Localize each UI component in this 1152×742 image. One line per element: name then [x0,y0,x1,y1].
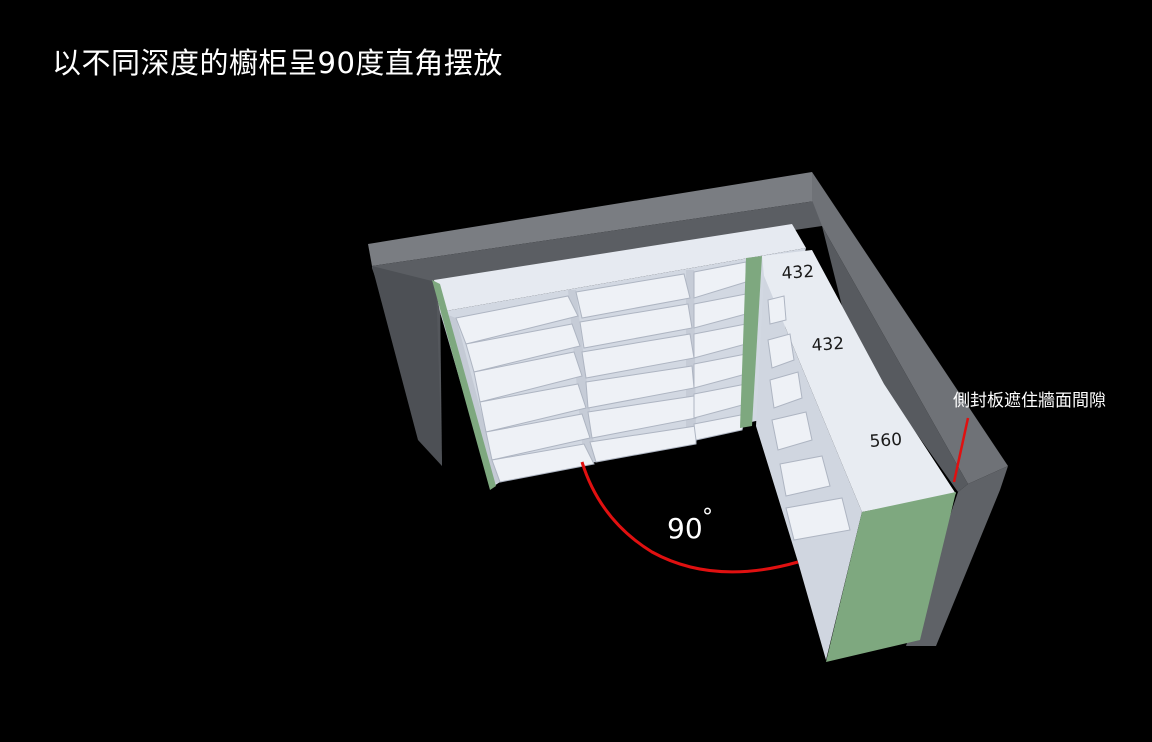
side-cabinet-top [762,250,956,512]
shelves-left [455,295,595,483]
wall-right-top [812,172,1008,484]
side-panel-corner [740,256,762,428]
angle-label: 90 [667,512,703,545]
shelves-middle [575,273,697,463]
wall-left-block [372,266,442,466]
shelves-right [693,261,747,441]
depth-label-bottom: 560 [869,430,903,452]
long-cabinet-top [434,224,806,312]
wall-back-top [368,172,822,266]
wall-right-face [822,226,968,492]
degree-symbol: ° [702,505,713,530]
side-panel-left [432,280,496,490]
gap-pointer-line [952,417,970,483]
page-title: 以不同深度的櫥柜呈90度直角摆放 [52,46,503,80]
depth-label-mid: 432 [811,334,845,356]
side-cabinet-shelves [767,295,851,541]
wall-right-end [906,466,1008,646]
wall-back-face [372,200,822,462]
side-panel-note: 側封板遮住牆面間隙 [953,391,1106,411]
side-panel-right [826,492,956,662]
angle-arc [580,461,799,574]
depth-label-top: 432 [781,262,815,284]
